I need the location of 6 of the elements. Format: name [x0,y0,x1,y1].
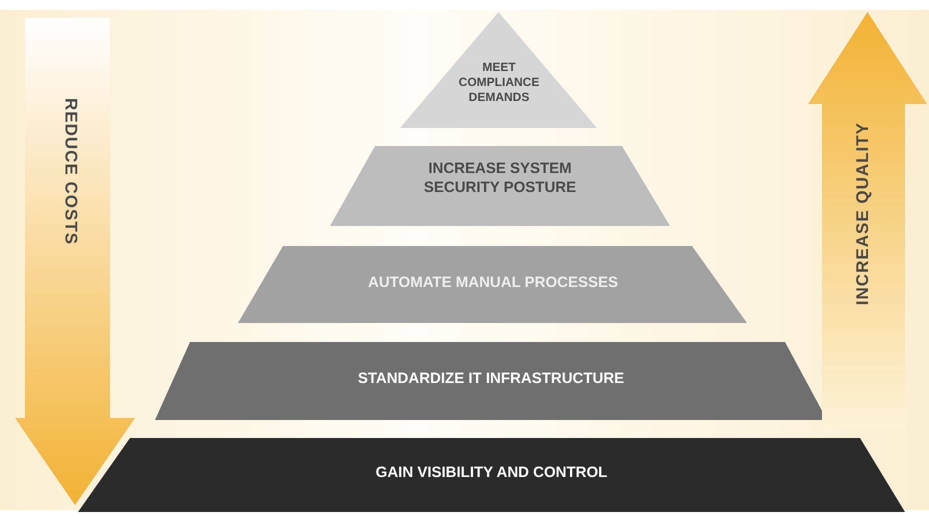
arrow-label: REDUCE COSTS [60,98,82,246]
level-label: MEET COMPLIANCE DEMANDS [458,60,540,105]
arrow-label: INCREASE QUALITY [852,122,873,306]
level-label: INCREASE SYSTEM SECURITY POSTURE [422,160,578,198]
level-label: GAIN VISIBILITY AND CONTROL [374,464,608,483]
level-label: AUTOMATE MANUAL PROCESSES [366,274,620,293]
